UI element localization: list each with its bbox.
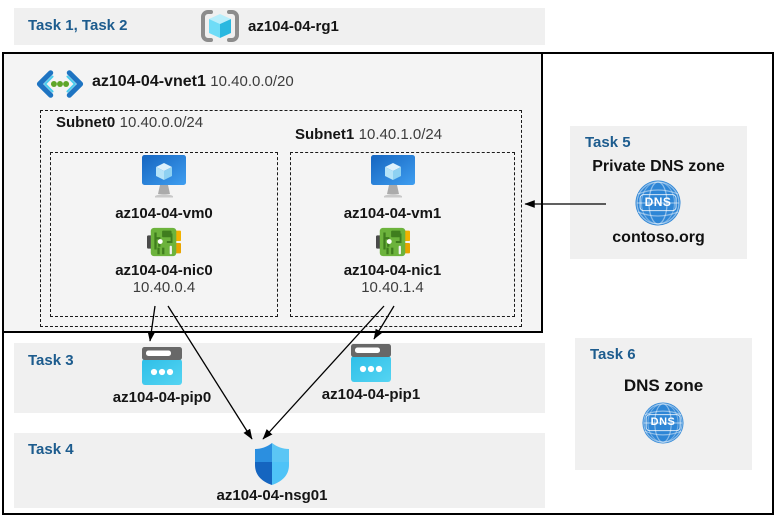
pip0-group: az104-04-pip0 (88, 347, 236, 406)
task4-band: Task 4 az104-04-nsg01 (14, 433, 545, 508)
subnet1-dashed-box (290, 152, 515, 317)
private-dns-zone-title: Private DNS zone (592, 158, 725, 175)
virtual-network-icon (35, 70, 85, 98)
public-ip-icon (142, 347, 182, 387)
vm1-name: az104-04-vm1 (343, 205, 442, 222)
nic0-private-ip: 10.40.0.4 (132, 279, 196, 296)
vm0-name: az104-04-vm0 (115, 205, 213, 222)
resource-group-icon (200, 9, 240, 43)
task4-label: Task 4 (28, 441, 74, 458)
task3-label: Task 3 (28, 352, 74, 369)
network-security-group-shield-icon (255, 443, 289, 485)
nic1-name: az104-04-nic1 (343, 262, 442, 279)
virtual-machine-icon (370, 155, 416, 199)
subnet0-name: Subnet0 (56, 114, 116, 131)
nic0-name: az104-04-nic0 (115, 262, 213, 279)
nic1-private-ip: 10.40.1.4 (361, 279, 424, 296)
resource-group-band: Task 1, Task 2 az104-04-rg1 (14, 8, 545, 45)
vnet-box: az104-04-vnet1 10.40.0.0/20 Subnet0 10.4… (2, 52, 543, 333)
vnet-name: az104-04-vnet1 (92, 73, 206, 90)
dns-badge-label: DNS (645, 414, 681, 432)
subnet0-dashed-box (50, 152, 278, 317)
subnet0-content: az104-04-vm0 az104-04-nic0 10.40.0.4 (50, 155, 278, 296)
vnet-cidr: 10.40.0.0/20 (210, 73, 294, 90)
nsg-name: az104-04-nsg01 (216, 487, 328, 504)
dns-zone-title: DNS zone (623, 376, 704, 395)
task5-card: Task 5 Private DNS zone DNS contoso.org (570, 126, 747, 259)
dns-badge-label: DNS (639, 194, 677, 212)
subnet1-content: az104-04-vm1 az104-04-nic1 10.40.1.4 (280, 155, 505, 296)
task6-label: Task 6 (590, 346, 636, 363)
network-interface-icon (147, 225, 181, 259)
pip1-name: az104-04-pip1 (321, 386, 421, 403)
nsg-group: az104-04-nsg01 (188, 443, 356, 504)
pip0-name: az104-04-pip0 (112, 389, 212, 406)
task5-label: Task 5 (585, 134, 631, 151)
private-dns-icon-wrap: DNS (635, 180, 681, 226)
dns-zone-icon-wrap: DNS (642, 402, 684, 444)
subnet1-cidr: 10.40.1.0/24 (358, 126, 443, 143)
subnet1-name: Subnet1 (295, 126, 355, 143)
resource-group-name: az104-04-rg1 (248, 18, 339, 35)
public-ip-icon (351, 344, 391, 384)
subnet0-cidr: 10.40.0.0/24 (119, 114, 204, 131)
virtual-machine-icon (141, 155, 187, 199)
private-dns-zone-name: contoso.org (612, 229, 705, 246)
task6-card: Task 6 DNS zone DNS (575, 338, 752, 470)
network-interface-icon (376, 225, 410, 259)
pip1-group: az104-04-pip1 (297, 344, 445, 403)
task3-band: Task 3 az104-04-pip0 az104-04-pip1 (14, 343, 545, 413)
task12-label: Task 1, Task 2 (28, 17, 128, 34)
